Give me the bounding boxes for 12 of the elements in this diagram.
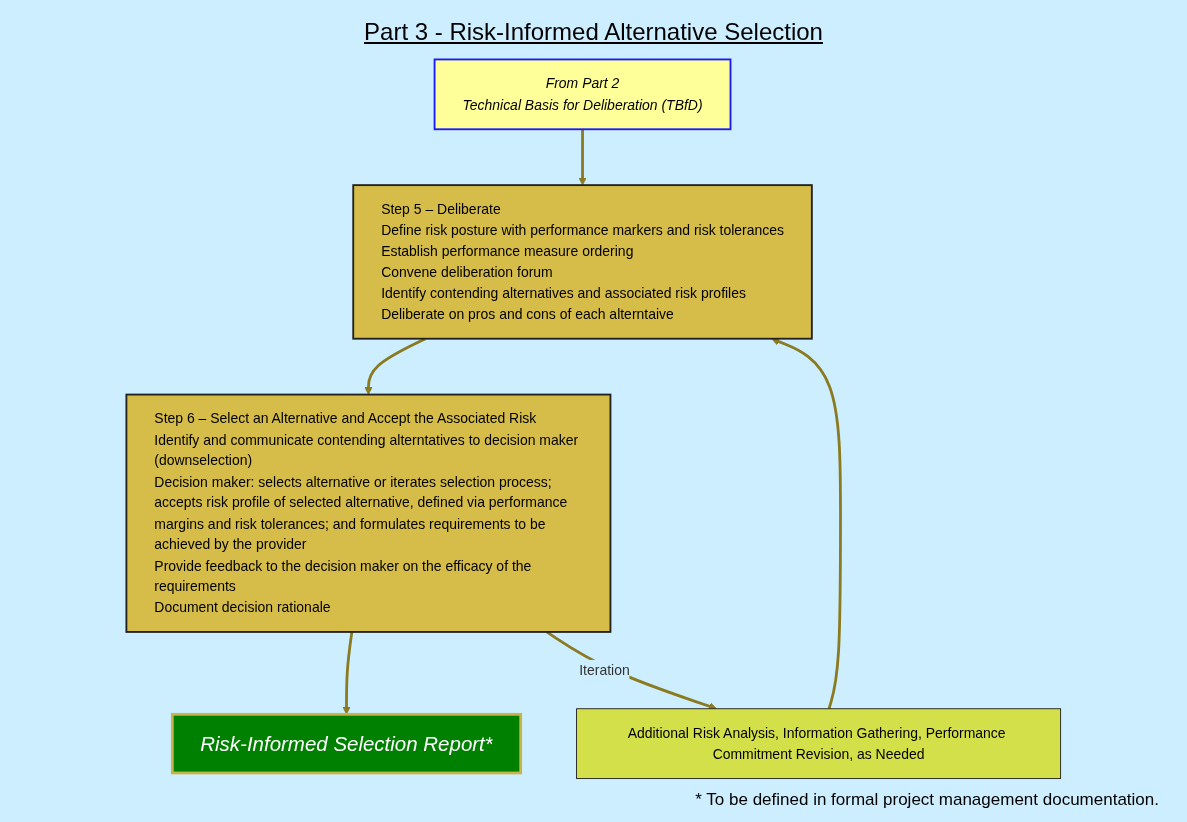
node-box: From Part 2 Technical Basis for Deliberation (TBfD) xyxy=(433,58,732,131)
arrow xyxy=(771,337,842,710)
node-box: Step 6 – Select an Alternative and Accept the Associated Risk Identify and communicate contending alterntatives to decision maker (downselection) Decision maker: selects alternative or iterates selection process; accepts risk profile of selected alternative, defined via performance margins and risk tolerances; and formulates requirements to be achieved by the provider Provide feedback to the decision maker on the efficacy of the requirements Document decision rationale xyxy=(125,393,612,633)
node-box: Step 5 – Deliberate Define risk posture with performance markers and risk tolerances Establish performance measure ordering Convene deliberation forum Identify contending alternatives and associated risk profiles Deliberate on pros and cons of each alterntaive xyxy=(352,184,813,340)
node-box: Risk-Informed Selection Report* xyxy=(170,712,523,775)
node-box: Additional Risk Analysis, Information Gathering, Performance Commitment Revision, as Needed xyxy=(576,708,1062,779)
arrow xyxy=(578,129,587,186)
arrow xyxy=(364,337,427,395)
footnote: * To be defined in formal project management documentation. xyxy=(695,790,1159,810)
edge-label: Iteration xyxy=(579,661,630,678)
arrow xyxy=(342,631,354,715)
diagram-title: Part 3 - Risk-Informed Alternative Selection xyxy=(364,18,823,46)
